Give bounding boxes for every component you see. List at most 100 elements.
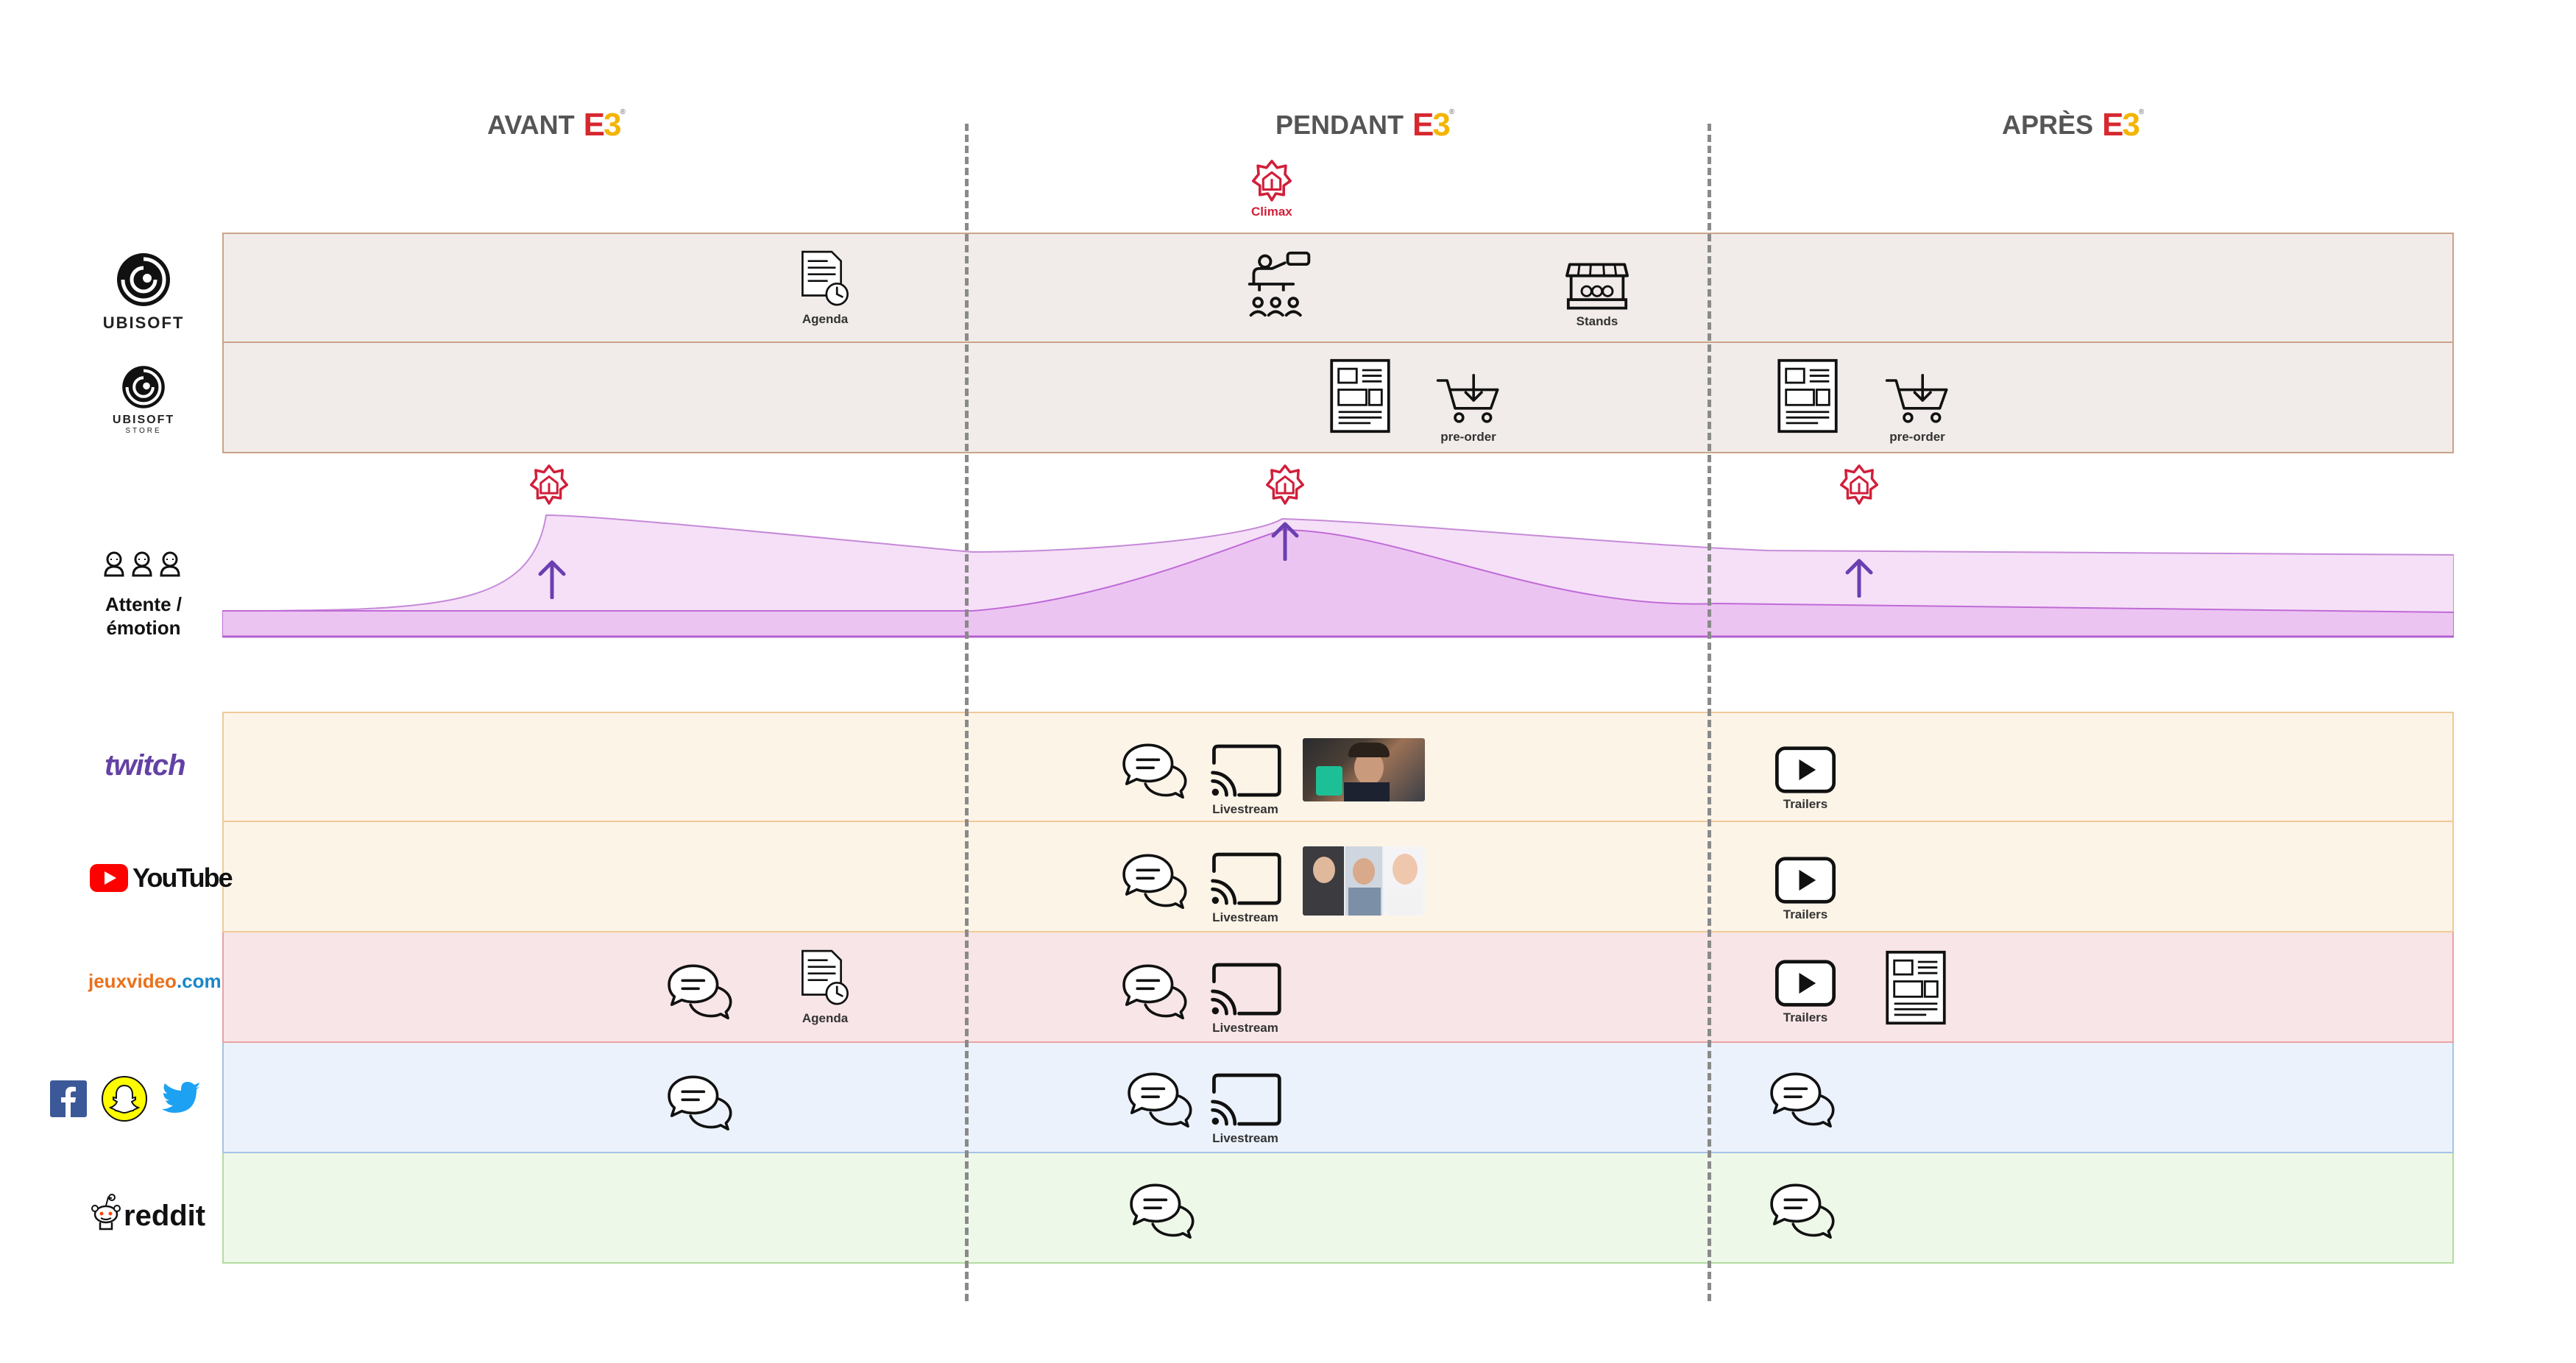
emotion-label-line2: émotion xyxy=(106,617,181,639)
newspaper-icon xyxy=(1776,358,1839,434)
store-preorder-during: pre-order xyxy=(1435,374,1501,445)
chat-icon xyxy=(1125,1180,1198,1240)
snapchat-icon[interactable] xyxy=(102,1076,147,1122)
newspaper-icon xyxy=(1328,358,1392,434)
lane-jeuxvideo xyxy=(222,932,2454,1043)
person-icon xyxy=(103,550,125,577)
play-icon xyxy=(1774,959,1837,1008)
cart-icon xyxy=(1435,374,1501,427)
livestream-caption: Livestream xyxy=(1212,802,1278,816)
lane-ubisoft xyxy=(222,233,2454,343)
climax-icon xyxy=(1840,464,1878,505)
twitter-icon[interactable] xyxy=(162,1082,202,1116)
trailers-caption: Trailers xyxy=(1783,907,1828,921)
twitch-livestream: Livestream xyxy=(1207,743,1284,817)
climax-icon xyxy=(1266,464,1304,505)
lane-reddit xyxy=(222,1153,2454,1264)
youtubers-thumbnail xyxy=(1303,846,1425,916)
store-news-after xyxy=(1776,358,1839,434)
preorder-caption: pre-order xyxy=(1440,430,1496,444)
livestream-caption: Livestream xyxy=(1212,1021,1278,1035)
store-news-during xyxy=(1328,358,1392,434)
ubisoft-wordmark: UBISOFT xyxy=(102,314,185,332)
social-livestream: Livestream xyxy=(1207,1072,1284,1146)
youtube-logo: YouTube xyxy=(90,863,233,893)
ubisoft-swirl-icon xyxy=(120,364,167,411)
climax-marker-top: Climax xyxy=(1251,159,1292,219)
agenda-caption: Agenda xyxy=(802,1011,849,1025)
e3-logo: E3® xyxy=(583,107,626,143)
twitch-logo: twitch xyxy=(105,749,186,782)
chat-icon xyxy=(1117,850,1191,910)
youtube-wordmark: YouTube xyxy=(132,863,233,893)
jv-trailers: Trailers xyxy=(1774,959,1837,1025)
phase-during-header: PENDANT E3® xyxy=(1275,107,1454,143)
jv-news-after xyxy=(1884,949,1947,1026)
livestream-caption: Livestream xyxy=(1212,910,1278,924)
phase-divider xyxy=(965,124,969,1301)
chat-icon xyxy=(662,1072,736,1132)
twitch-trailers: Trailers xyxy=(1774,746,1837,812)
play-icon xyxy=(1774,856,1837,904)
ubisoft-store-logo: UBISOFT STORE xyxy=(99,364,188,435)
agenda-icon xyxy=(799,249,852,309)
social-logos xyxy=(50,1076,202,1122)
agenda-caption: Agenda xyxy=(802,312,849,326)
lane-twitch xyxy=(222,712,2454,822)
person-icon xyxy=(131,550,153,577)
emotion-row-label: Attente / émotion xyxy=(85,592,202,640)
reddit-alien-icon xyxy=(91,1194,121,1231)
presentation-icon xyxy=(1244,249,1314,319)
stand-icon xyxy=(1565,261,1629,311)
reddit-logo: reddit xyxy=(91,1194,205,1231)
trailers-caption: Trailers xyxy=(1783,1010,1828,1024)
phase-divider xyxy=(1708,124,1711,1301)
cast-icon xyxy=(1207,1072,1284,1128)
e3-logo: E3® xyxy=(1412,107,1454,143)
trailers-caption: Trailers xyxy=(1783,797,1828,811)
jv-agenda: Agenda xyxy=(799,948,852,1026)
chat-icon xyxy=(1117,740,1191,800)
phase-after-label: APRÈS xyxy=(2002,110,2094,140)
arrow-up-icon xyxy=(1271,522,1299,561)
jeuxvideo-logo: jeuxvideo.com xyxy=(88,970,222,993)
preorder-caption: pre-order xyxy=(1889,430,1945,444)
ubisoft-swirl-icon xyxy=(114,250,173,309)
play-icon xyxy=(1774,746,1837,794)
reddit-wordmark: reddit xyxy=(124,1200,206,1232)
arrow-up-icon xyxy=(538,560,566,599)
jeuxvideo-wordmark: jeuxvideo xyxy=(88,970,177,992)
climax-caption: Climax xyxy=(1251,205,1292,219)
phase-during-label: PENDANT xyxy=(1275,110,1404,140)
cast-icon xyxy=(1207,962,1284,1018)
people-icons xyxy=(103,550,181,577)
e3-logo: E3® xyxy=(2102,107,2144,143)
streamer-thumbnail xyxy=(1303,738,1425,801)
stands-caption: Stands xyxy=(1576,314,1618,328)
ubisoft-presentation xyxy=(1244,249,1314,319)
ubisoft-agenda: Agenda xyxy=(799,249,852,327)
newspaper-icon xyxy=(1884,949,1947,1026)
agenda-icon xyxy=(799,948,852,1008)
climax-icon xyxy=(530,464,568,505)
store-wordmark: STORE xyxy=(125,427,162,435)
store-preorder-after: pre-order xyxy=(1884,374,1950,445)
emotion-label-line1: Attente / xyxy=(105,593,182,615)
chat-icon xyxy=(1122,1069,1196,1129)
cast-icon xyxy=(1207,743,1284,799)
emotion-curve-chart xyxy=(222,514,2454,638)
climax-icon xyxy=(1252,159,1292,202)
facebook-icon[interactable] xyxy=(50,1080,87,1117)
phase-before-label: AVANT xyxy=(487,110,575,140)
ubisoft-store-wordmark: UBISOFT xyxy=(112,414,175,426)
ubisoft-logo: UBISOFT xyxy=(92,250,195,333)
emotion-curve-inner xyxy=(222,528,2454,637)
chat-icon xyxy=(1765,1180,1839,1240)
chat-icon xyxy=(1765,1069,1839,1129)
arrow-up-icon xyxy=(1845,559,1873,598)
jeuxvideo-tld: .com xyxy=(176,970,222,992)
livestream-caption: Livestream xyxy=(1212,1131,1278,1145)
youtube-livestream: Livestream xyxy=(1207,852,1284,925)
phase-after-header: APRÈS E3® xyxy=(2002,107,2144,143)
youtube-trailers: Trailers xyxy=(1774,856,1837,922)
